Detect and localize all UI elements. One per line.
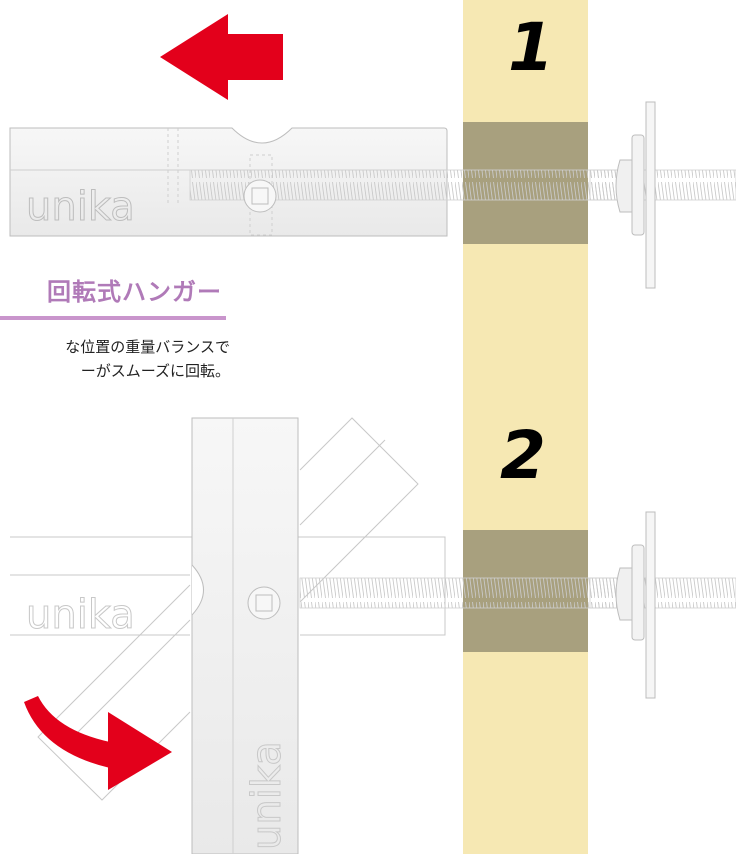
feature-line-2: ーがスムーズに回転。	[80, 362, 230, 380]
brand-label-step2-ghost: unika	[26, 592, 135, 638]
feature-heading: 回転式ハンガー	[0, 272, 226, 320]
heading-underline	[0, 316, 226, 320]
step-number-2: 2	[500, 417, 546, 494]
toggle-body-step2	[191, 417, 299, 854]
brand-label-step1: unika	[26, 184, 135, 230]
rotate-arrow-icon	[24, 696, 172, 790]
left-arrow-icon	[160, 14, 283, 100]
feature-title: 回転式ハンガー	[47, 278, 222, 306]
brand-label-step2-vertical: unika	[244, 741, 290, 850]
step-number-1: 1	[508, 9, 554, 86]
washer-icon	[615, 101, 656, 289]
feature-description: な位置の重量バランスで ーがスムーズに回転。	[0, 335, 230, 383]
ghost-toggle-diagonal-up	[299, 417, 419, 603]
feature-line-1: な位置の重量バランスで	[65, 338, 230, 356]
washer-icon-step2	[615, 511, 656, 699]
